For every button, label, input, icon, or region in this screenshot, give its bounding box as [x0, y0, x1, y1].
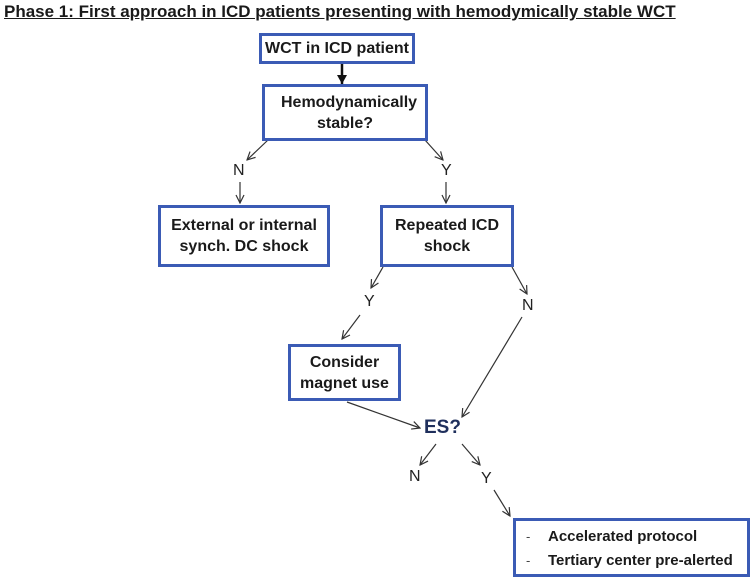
node-repeated-icd-shock: Repeated ICD shock: [380, 205, 514, 267]
node-start-label: WCT in ICD patient: [265, 40, 409, 57]
arrow-yes-to-magnet: [342, 314, 361, 339]
arrow-no-to-es: [462, 316, 523, 417]
edge-label-es-yes: Y: [481, 470, 492, 487]
node-es: ES?: [424, 417, 461, 438]
protocol-item: - Tertiary center pre-alerted: [526, 549, 739, 573]
protocol-item-label: Accelerated protocol: [548, 528, 698, 545]
arrow-stable-to-no: [247, 139, 269, 160]
node-external-shock-label: External or internal synch. DC shock: [171, 217, 317, 255]
protocol-item: - Accelerated protocol: [526, 525, 739, 549]
arrow-stable-to-yes: [424, 139, 443, 160]
edge-label-repeated-no: N: [522, 297, 534, 314]
node-consider-magnet: Consider magnet use: [288, 344, 401, 401]
edge-label-stable-no: N: [233, 162, 245, 179]
arrow-es-to-no: [420, 443, 437, 465]
page-title: Phase 1: First approach in ICD patients …: [4, 2, 676, 21]
bullet-dash: -: [526, 553, 531, 568]
node-magnet-label: Consider magnet use: [300, 353, 389, 392]
arrow-es-to-yes: [461, 443, 480, 465]
node-protocol-list: - Accelerated protocol - Tertiary center…: [513, 518, 750, 577]
node-start: WCT in ICD patient: [259, 33, 415, 64]
arrow-repeated-to-no: [511, 266, 527, 294]
arrow-yes-to-protocol: [493, 489, 510, 516]
bullet-dash: -: [526, 529, 531, 544]
arrow-repeated-to-yes: [371, 266, 384, 288]
arrow-magnet-to-es: [346, 401, 420, 428]
node-repeated-label: Repeated ICD shock: [394, 217, 500, 255]
edge-label-es-no: N: [409, 468, 421, 485]
edge-label-repeated-yes: Y: [364, 293, 375, 310]
edge-label-stable-yes: Y: [441, 162, 452, 179]
protocol-item-label: Tertiary center pre-alerted: [548, 552, 733, 569]
node-external-shock: External or internal synch. DC shock: [158, 205, 330, 267]
node-stable-label: Hemodynamically stable?: [281, 93, 418, 132]
node-hemodynamically-stable: Hemodynamically stable?: [262, 84, 428, 141]
